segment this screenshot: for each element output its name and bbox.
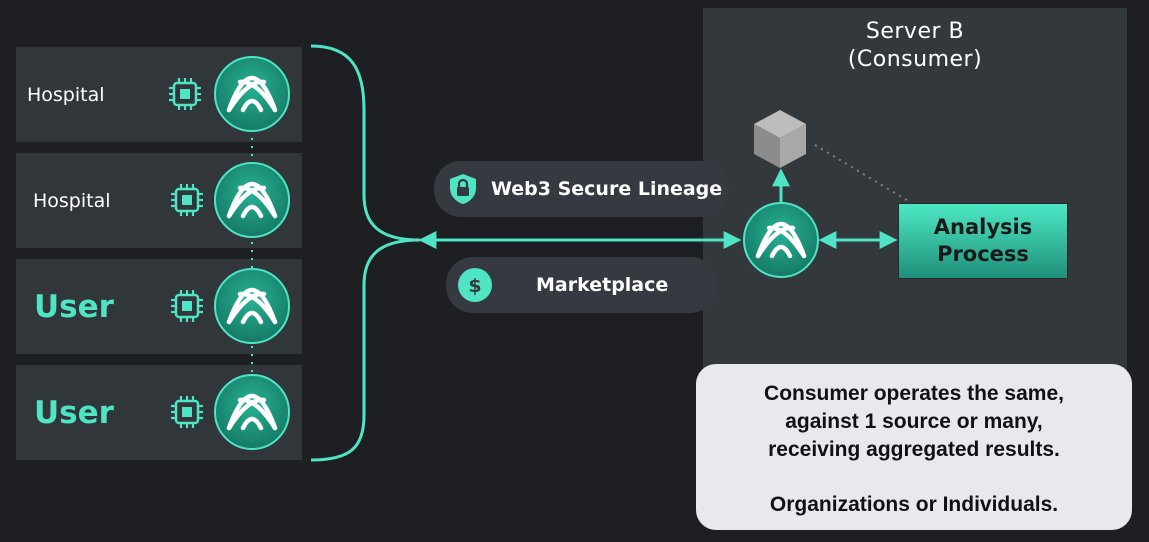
lock-shield-icon [450, 174, 476, 204]
dollar-icon: $ [458, 268, 492, 302]
data-cube-icon [754, 110, 806, 168]
chip-icon [169, 182, 205, 218]
source-label: Hospital [27, 83, 105, 106]
source-label: User [34, 288, 114, 325]
info-line2: against 1 source or many, [785, 410, 1043, 433]
marketplace-badge: $ Marketplace [446, 257, 717, 313]
source-label: Hospital [33, 189, 111, 212]
info-callout: Consumer operates the same, against 1 so… [696, 364, 1132, 530]
chip-icon [167, 76, 203, 112]
network-logo-icon [215, 375, 289, 449]
lineage-label: Web3 Secure Lineage [491, 178, 723, 200]
server-title-line1: Server B [865, 19, 965, 44]
network-logo-icon [215, 163, 289, 237]
server-title-line2: (Consumer) [847, 47, 983, 72]
source-label: User [34, 394, 114, 431]
info-line4: Organizations or Individuals. [769, 493, 1059, 516]
chip-icon [169, 288, 205, 324]
network-logo-icon [215, 269, 289, 343]
server-logo-icon [744, 203, 818, 277]
info-line1: Consumer operates the same, [764, 382, 1064, 405]
chip-icon [169, 394, 205, 430]
analysis-process-box: Analysis Process [898, 203, 1068, 279]
network-logo-icon [215, 57, 289, 131]
server-title: Server B (Consumer) [703, 18, 1127, 74]
link-dotted-cube-analysis [814, 144, 911, 203]
server-b-panel [703, 8, 1127, 378]
analysis-line1: Analysis [933, 215, 1033, 239]
svg-text:$: $ [468, 275, 481, 297]
lineage-badge: Web3 Secure Lineage [434, 161, 729, 217]
analysis-line2: Process [937, 242, 1029, 266]
marketplace-label: Marketplace [536, 274, 669, 296]
info-line3: receiving aggregated results. [768, 438, 1060, 461]
aggregation-brace [310, 44, 421, 462]
